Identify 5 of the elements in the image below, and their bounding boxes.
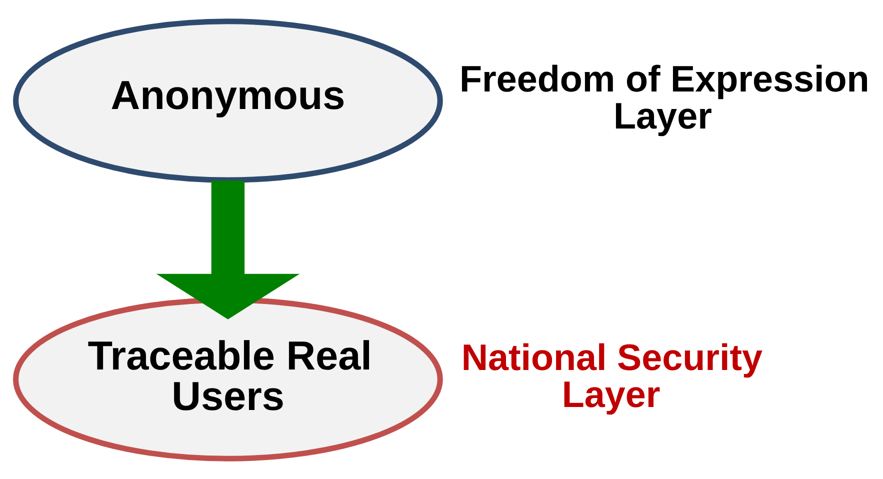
- node-label: Freedom of Expression Layer: [459, 58, 870, 136]
- node-ellipse: Traceable Real Users: [13, 296, 443, 461]
- node-ellipse: Anonymous: [13, 18, 443, 182]
- arrow: [156, 180, 300, 319]
- node-label: National Security Layer: [461, 336, 763, 414]
